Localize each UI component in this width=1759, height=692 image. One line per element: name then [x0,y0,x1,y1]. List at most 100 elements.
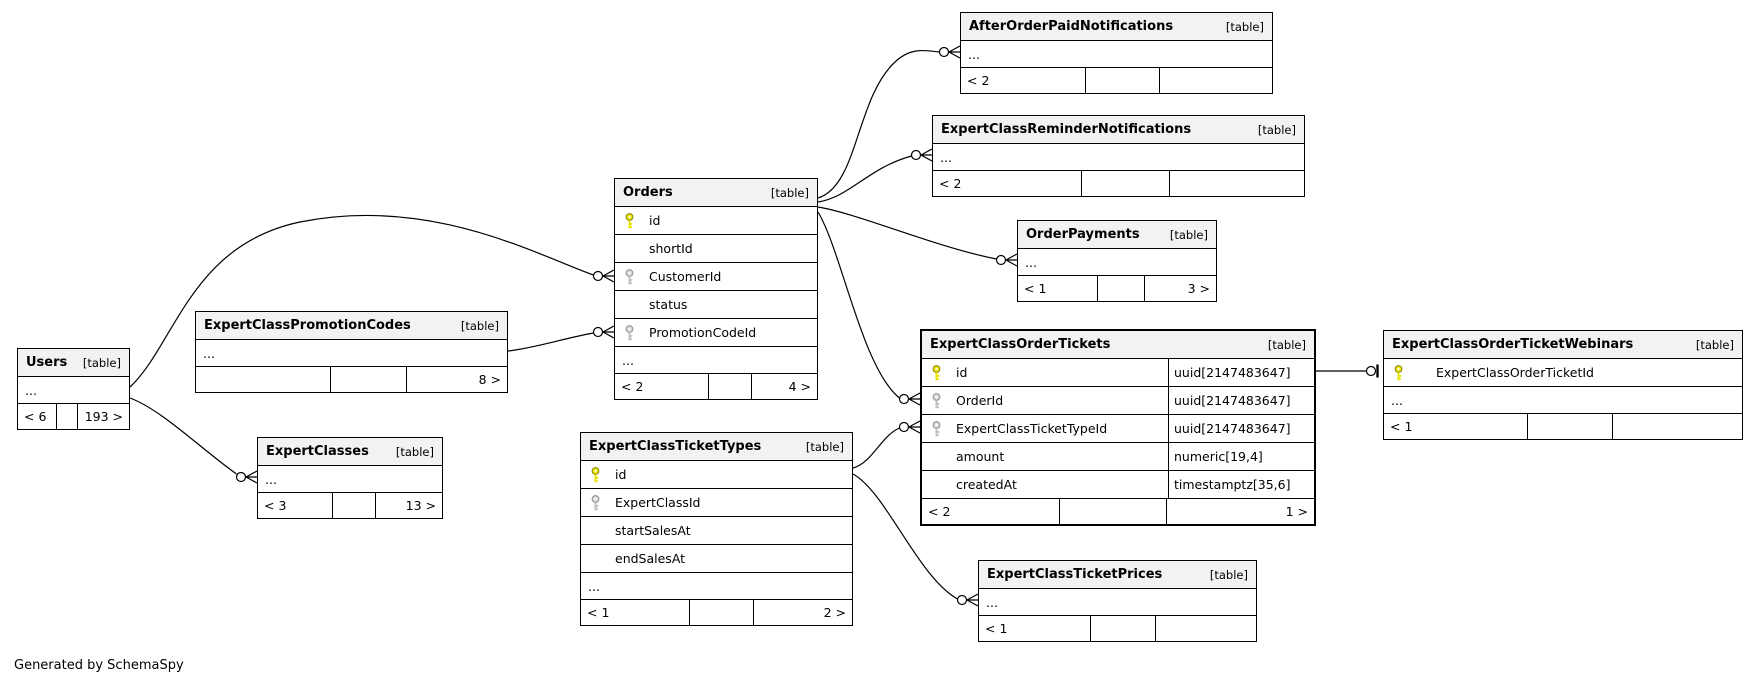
footer-right-degree [1156,616,1256,641]
column-row-endsalesat[interactable]: endSalesAt [581,544,852,572]
footer-left-degree: < 1 [985,621,1008,636]
table-orderpayments[interactable]: OrderPayments [table] ... < 1 3 > [1017,220,1217,302]
table-header[interactable]: ExpertClassPromotionCodes [table] [196,312,507,339]
footer-left-degree: < 2 [939,176,962,191]
column-name: endSalesAt [615,551,686,566]
table-expertclasspromotioncodes[interactable]: ExpertClassPromotionCodes [table] ... 8 … [195,311,508,393]
column-row-id[interactable]: id [615,206,817,234]
table-title: Orders [623,185,673,200]
footer-right-degree: 13 > [405,498,436,513]
footer-right-degree: 2 > [823,605,846,620]
footer-right-degree: 193 > [84,409,123,424]
table-tag: [table] [1695,337,1734,352]
column-name: ExpertClassTicketTypeId [956,421,1108,436]
degree-footer: < 2 1 > [922,498,1314,524]
table-users-header[interactable]: Users [table] [18,349,129,376]
column-row-expertclassorderticketid[interactable]: ExpertClassOrderTicketId [1384,358,1742,386]
footer-right-degree [1170,171,1304,196]
footer-mid-cell [1097,276,1145,301]
footer-right-degree: 8 > [478,372,501,387]
table-header[interactable]: ExpertClassTicketPrices [table] [979,561,1256,588]
foreign-key-icon [622,324,649,342]
relation-afterorderpaidnotifications-orders [817,45,961,199]
table-tag: [table] [82,355,121,370]
column-name: shortId [649,241,693,256]
column-row-expertclassid[interactable]: ExpertClassId [581,488,852,516]
column-row-id[interactable]: id uuid[2147483647] [922,358,1314,386]
table-header[interactable]: ExpertClasses [table] [258,438,442,465]
column-row-promotioncodeid[interactable]: PromotionCodeId [615,318,817,346]
table-title: ExpertClassTicketPrices [987,567,1163,582]
footer-right-degree: 3 > [1187,281,1210,296]
footer-right-degree: 1 > [1285,504,1308,519]
table-orders[interactable]: Orders [table] id shortId CustomerId sta… [614,178,818,400]
relation-webinars-ordertickets [1316,364,1379,378]
column-row-orderid[interactable]: OrderId uuid[2147483647] [922,386,1314,414]
footer-left-degree: < 3 [264,498,287,513]
collapsed-columns-row[interactable]: ... [1018,248,1216,275]
collapsed-columns-row[interactable]: ... [581,572,852,599]
generated-by-note: Generated by SchemaSpy [14,658,184,673]
table-expertclassorderticketwebinars[interactable]: ExpertClassOrderTicketWebinars [table] E… [1383,330,1743,440]
collapsed-columns-row[interactable]: ... [615,346,817,373]
collapsed-columns-row[interactable]: ... [1384,386,1742,413]
footer-mid-cell [1089,616,1157,641]
footer-mid-cell [1059,499,1168,524]
table-header[interactable]: ExpertClassReminderNotifications [table] [933,116,1304,143]
column-row-createdat[interactable]: createdAt timestamptz[35,6] [922,470,1314,498]
column-row-status[interactable]: status [615,290,817,318]
primary-key-icon [1391,364,1418,382]
table-tag: [table] [460,318,499,333]
table-tag: [table] [770,185,809,200]
degree-footer: < 6 193 > [18,403,129,429]
footer-right-degree: 4 > [788,379,811,394]
footer-mid-cell [329,367,408,392]
footer-left-degree [196,367,330,392]
column-row-amount[interactable]: amount numeric[19,4] [922,442,1314,470]
column-type: uuid[2147483647] [1168,415,1314,442]
footer-mid-cell [55,404,78,429]
degree-footer: < 2 [933,170,1304,196]
column-row-startsalesat[interactable]: startSalesAt [581,516,852,544]
table-afterorderpaidnotifications[interactable]: AfterOrderPaidNotifications [table] ... … [960,12,1273,94]
table-expertclassticketprices[interactable]: ExpertClassTicketPrices [table] ... < 1 [978,560,1257,642]
footer-left-degree: < 1 [587,605,610,620]
degree-footer: < 1 [979,615,1256,641]
table-title: Users [26,355,68,370]
table-tag: [table] [805,439,844,454]
table-expertclasstickettypes[interactable]: ExpertClassTicketTypes [table] id Expert… [580,432,853,626]
table-header[interactable]: OrderPayments [table] [1018,221,1216,248]
column-row-id[interactable]: id [581,460,852,488]
column-row-shortid[interactable]: shortId [615,234,817,262]
table-tag: [table] [395,444,434,459]
degree-footer: < 2 4 > [615,373,817,399]
foreign-key-icon [929,392,956,410]
footer-mid-cell [1081,171,1171,196]
relation-ticketprices-tickettypes [852,473,979,607]
collapsed-columns-row[interactable]: ... [933,143,1304,170]
table-title: AfterOrderPaidNotifications [969,19,1174,34]
collapsed-columns-row[interactable]: ... [961,40,1272,67]
degree-footer: < 1 3 > [1018,275,1216,301]
table-header[interactable]: ExpertClassOrderTickets [table] [922,331,1314,358]
relation-expertclasses-users [129,397,258,484]
collapsed-columns-row[interactable]: ... [979,588,1256,615]
table-header[interactable]: AfterOrderPaidNotifications [table] [961,13,1272,40]
table-header[interactable]: Orders [table] [615,179,817,206]
collapsed-columns-row[interactable]: ... [18,376,129,403]
collapsed-columns-row[interactable]: ... [258,465,442,492]
collapsed-columns-row[interactable]: ... [196,339,507,366]
relation-orders-users [129,214,615,388]
table-users[interactable]: Users [table] ... < 6 193 > [17,348,130,430]
table-expertclassremindernotifications[interactable]: ExpertClassReminderNotifications [table]… [932,115,1305,197]
table-header[interactable]: ExpertClassOrderTicketWebinars [table] [1384,331,1742,358]
column-name: id [615,467,627,482]
column-row-expertclasstickettypeid[interactable]: ExpertClassTicketTypeId uuid[2147483647] [922,414,1314,442]
column-row-customerid[interactable]: CustomerId [615,262,817,290]
column-type: uuid[2147483647] [1168,359,1314,386]
table-header[interactable]: ExpertClassTicketTypes [table] [581,433,852,460]
table-title: OrderPayments [1026,227,1140,242]
table-expertclasses[interactable]: ExpertClasses [table] ... < 3 13 > [257,437,443,519]
table-expertclassordertickets[interactable]: ExpertClassOrderTickets [table] id uuid[… [920,329,1316,526]
